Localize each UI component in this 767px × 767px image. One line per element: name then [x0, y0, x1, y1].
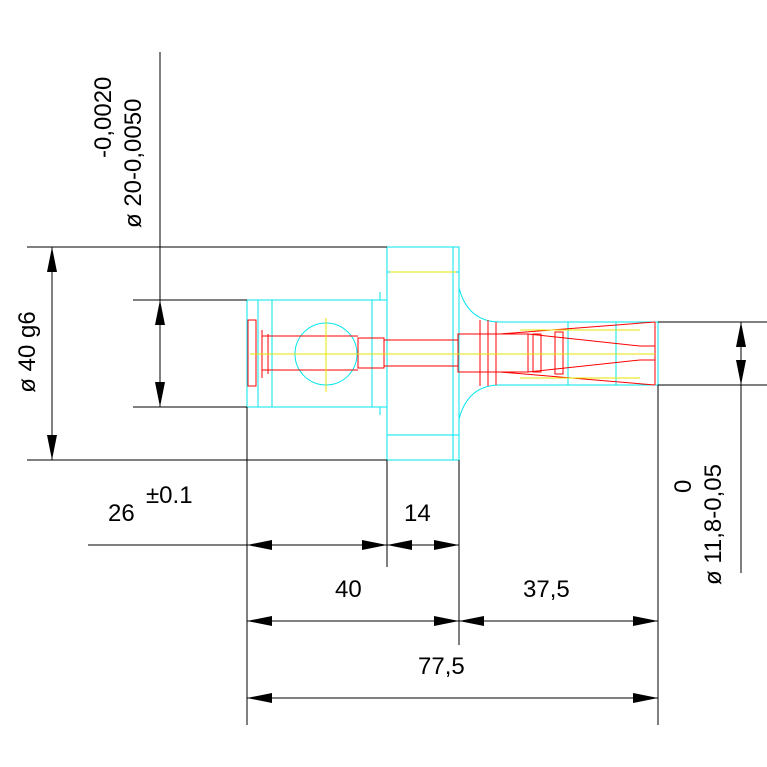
dim-diameter-20-label: ø 20-0,0050 [120, 99, 147, 228]
dim-row-2: 40 37,5 [247, 576, 658, 626]
dim-diameter-40-label: ø 40 g6 [14, 311, 41, 392]
dim-14-value: 14 [404, 500, 431, 527]
dim-diameter-11-8-tolerance: 0 [670, 480, 697, 493]
dim-row-1: 26 ±0.1 14 [88, 482, 459, 550]
dim-diameter-11-8: ø 11,8-0,05 0 [658, 321, 767, 585]
dim-diameter-20-tolerance: -0,0020 [90, 77, 117, 158]
dim-diameter-40: ø 40 g6 [14, 246, 387, 461]
extension-lines [246, 385, 659, 725]
dim-diameter-20: ø 20-0,0050 -0,0020 [90, 52, 247, 408]
lower-fillet [458, 384, 501, 420]
dim-77-5-value: 77,5 [418, 653, 465, 680]
centerlines [250, 271, 655, 392]
dim-40-value: 40 [335, 576, 362, 603]
dim-diameter-11-8-label: ø 11,8-0,05 [700, 464, 727, 585]
dim-37-5-value: 37,5 [523, 576, 570, 603]
upper-fillet [458, 287, 501, 323]
dim-row-3: 77,5 [247, 653, 658, 703]
dim-26-tolerance: ±0.1 [146, 482, 193, 509]
dim-26-value: 26 [108, 500, 135, 527]
